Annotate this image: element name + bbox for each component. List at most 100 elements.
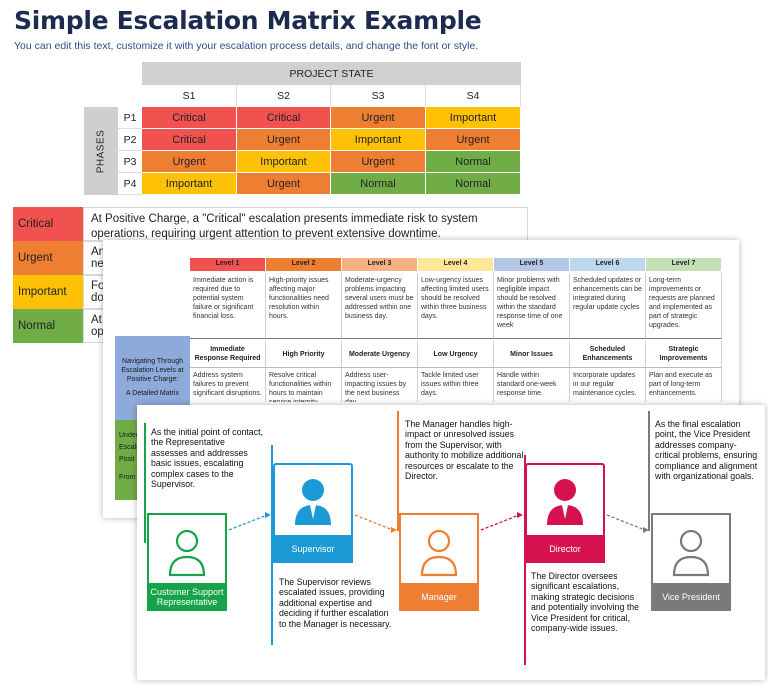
- side-blue-subtext: A Detailed Matrix: [126, 390, 179, 397]
- level-description: Scheduled updates or enhancements can be…: [570, 273, 646, 339]
- phases-text: PHASES: [95, 129, 107, 173]
- side-green-text: Posit: [119, 456, 135, 463]
- roles-document: As the initial point of contact, the Rep…: [137, 405, 765, 680]
- side-blue-text: Navigating Through Escalation Levels at …: [121, 358, 184, 383]
- matrix-cell: Urgent: [142, 151, 237, 173]
- matrix-cell: Important: [331, 129, 426, 151]
- level-subheader: Low Urgency: [418, 341, 494, 368]
- level-action: Address user-impacting issues by the nex…: [342, 368, 418, 402]
- connector-line: [524, 455, 526, 665]
- phase-row-label: P2: [118, 129, 142, 151]
- matrix-cell: Urgent: [237, 173, 331, 195]
- matrix-cell: Critical: [237, 107, 331, 129]
- legend-label: Urgent: [13, 241, 83, 275]
- legend-text-line: ne: [91, 258, 104, 270]
- supervisor-description: The Supervisor reviews escalated issues,…: [279, 577, 392, 629]
- column-header: S1: [142, 85, 237, 107]
- director-description: The Director oversees significant escala…: [531, 571, 640, 634]
- dashed-arrow-icon: [354, 514, 397, 533]
- page-subtitle: You can edit this text, customize it wit…: [14, 40, 479, 52]
- legend-text-line: An: [91, 246, 106, 258]
- legend-label: Normal: [13, 309, 83, 343]
- matrix-cell: Normal: [331, 173, 426, 195]
- level-description: Long-term improvements or requests are p…: [646, 273, 722, 339]
- manager-description: The Manager handles high-impact or unres…: [405, 419, 524, 482]
- representative-label: Customer Support Representative: [147, 583, 227, 611]
- matrix-cell: Important: [237, 151, 331, 173]
- vp-description: As the final escalation point, the Vice …: [655, 419, 758, 482]
- level-header: Level 5: [494, 258, 570, 271]
- dashed-arrow-icon: [606, 514, 649, 533]
- vp-icon: [672, 529, 710, 577]
- matrix-cell: Normal: [426, 173, 521, 195]
- side-green-text: Escala: [119, 444, 141, 451]
- page-title: Simple Escalation Matrix Example: [14, 6, 482, 35]
- manager-icon: [420, 529, 458, 577]
- column-header: S3: [331, 85, 426, 107]
- vp-label: Vice President: [651, 583, 731, 611]
- level-action: Resolve critical functionalities within …: [266, 368, 342, 402]
- supervisor-label: Supervisor: [273, 535, 353, 563]
- level-subheader: Minor Issues: [494, 341, 570, 368]
- column-header: S2: [237, 85, 331, 107]
- representative-description: As the initial point of contact, the Rep…: [151, 427, 263, 490]
- level-action: Tackle limited user issues within three …: [418, 368, 494, 402]
- level-header: Level 3: [342, 258, 418, 271]
- legend-text-critical: At Positive Charge, a "Critical" escalat…: [91, 213, 478, 240]
- phase-row-label: P3: [118, 151, 142, 173]
- level-description: Low-urgency issues affecting limited use…: [418, 273, 494, 339]
- level-subheader: Strategic Improvements: [646, 341, 722, 368]
- matrix-cell: Important: [142, 173, 237, 195]
- level-description: Immediate action is required due to pote…: [190, 273, 266, 339]
- connector-line: [648, 411, 650, 531]
- connector-line: [271, 445, 273, 645]
- level-subheader: Immediate Response Required: [190, 341, 266, 368]
- supervisor-icon: [295, 479, 331, 525]
- dashed-arrow-icon: [228, 512, 271, 531]
- level-subheader: Scheduled Enhancements: [570, 341, 646, 368]
- matrix-cell: Urgent: [426, 129, 521, 151]
- level-subheader: Moderate Urgency: [342, 341, 418, 368]
- matrix-cell: Critical: [142, 107, 237, 129]
- phases-label: PHASES: [84, 107, 118, 195]
- side-green-text: Under: [119, 432, 139, 439]
- matrix-cell: Urgent: [237, 129, 331, 151]
- matrix-cell: Urgent: [331, 151, 426, 173]
- legend-label: Important: [13, 275, 83, 309]
- level-action: Plan and execute as part of long-term en…: [646, 368, 722, 402]
- level-description: Moderate-urgency problems impacting seve…: [342, 273, 418, 339]
- level-header: Level 4: [418, 258, 494, 271]
- matrix-cell: Urgent: [331, 107, 426, 129]
- legend-text-line: At: [91, 314, 102, 326]
- phase-row-label: P4: [118, 173, 142, 195]
- dashed-arrow-icon: [480, 512, 523, 531]
- matrix-cell: Critical: [142, 129, 237, 151]
- legend-label: Critical: [13, 207, 83, 241]
- manager-label: Manager: [399, 583, 479, 611]
- legend-text-line: do: [91, 292, 104, 304]
- level-action: Address system failures to prevent signi…: [190, 368, 266, 402]
- matrix-cell: Normal: [426, 151, 521, 173]
- column-header: S4: [426, 85, 521, 107]
- phase-row-label: P1: [118, 107, 142, 129]
- level-header: Level 7: [646, 258, 722, 271]
- level-header: Level 6: [570, 258, 646, 271]
- level-header: Level 1: [190, 258, 266, 271]
- matrix-cell: Important: [426, 107, 521, 129]
- level-action: Handle within standard one-week response…: [494, 368, 570, 402]
- level-description: High-priority issues affecting major fun…: [266, 273, 342, 339]
- level-header: Level 2: [266, 258, 342, 271]
- connector-line: [144, 423, 146, 543]
- person-icon: [168, 529, 206, 577]
- director-icon: [547, 479, 583, 525]
- level-description: Minor problems with negligible impact sh…: [494, 273, 570, 339]
- legend-text-line: op: [91, 326, 104, 338]
- side-green-text: From I: [119, 474, 140, 481]
- level-action: Incorporate updates in our regular maint…: [570, 368, 646, 402]
- connector-line: [397, 411, 399, 531]
- director-label: Director: [525, 535, 605, 563]
- level-subheader: High Priority: [266, 341, 342, 368]
- project-state-header: PROJECT STATE: [142, 62, 521, 85]
